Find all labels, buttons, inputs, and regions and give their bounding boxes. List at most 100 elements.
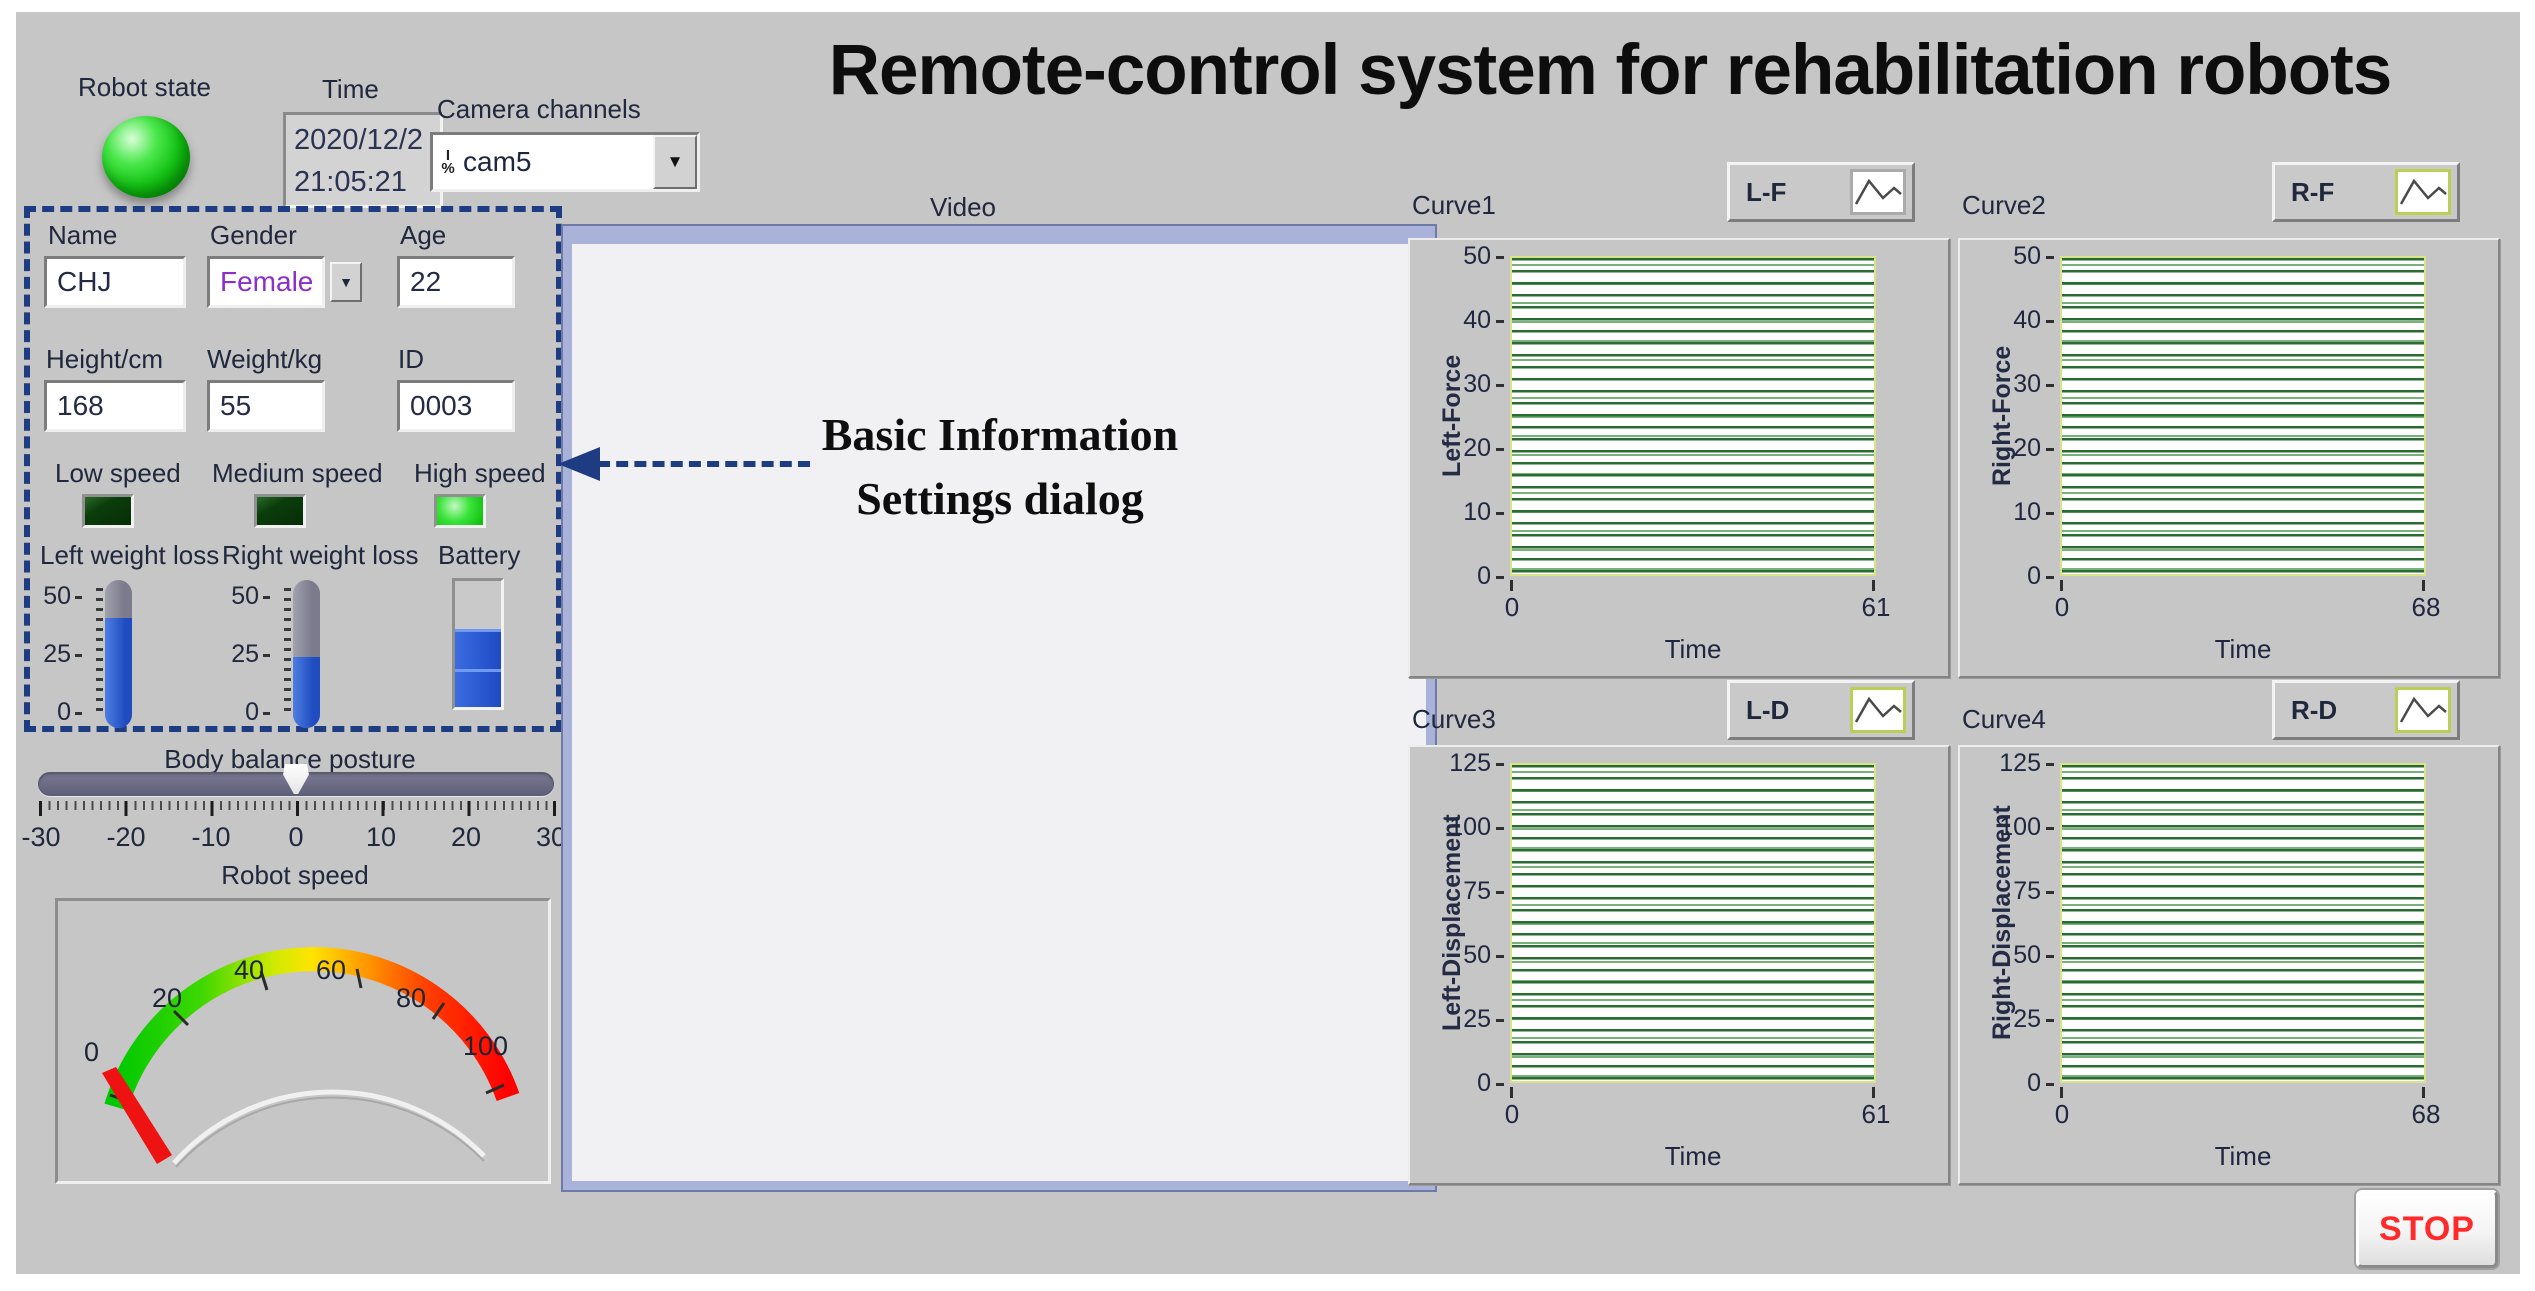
- balance-major-ticks: [39, 801, 556, 816]
- scale-minor-ticks: [96, 588, 103, 718]
- name-label: Name: [48, 220, 118, 250]
- y-tick: 25: [2013, 1006, 2054, 1032]
- left-weight-loss-label: Left weight loss: [40, 540, 220, 570]
- curve2-label: Curve2: [1962, 190, 2046, 220]
- curve3-display-button[interactable]: L-D: [1727, 680, 1915, 740]
- y-tick: 40: [2013, 307, 2054, 333]
- plot-area: [2060, 256, 2426, 576]
- plot-area: [1510, 763, 1876, 1083]
- scale-tick: 50: [218, 582, 270, 611]
- video-display: [561, 224, 1437, 1192]
- battery-label: Battery: [438, 540, 521, 570]
- scale-tick: 25: [30, 640, 82, 669]
- video-label: Video: [929, 192, 997, 222]
- x-tick: 68: [2411, 1099, 2441, 1129]
- x-tick: 61: [1861, 592, 1891, 622]
- right-weight-loss-slider[interactable]: [293, 580, 320, 728]
- y-axis-ticks: 50 40 30 20 10 0: [1960, 243, 2054, 589]
- curve4-display-button[interactable]: R-D: [2272, 680, 2460, 740]
- gauge-drawing: 0 20 40 60 80 100: [84, 947, 520, 1168]
- scale-tick: 50: [30, 582, 82, 611]
- x-axis-label: Time: [1664, 634, 1722, 664]
- y-tick: 50: [2013, 243, 2054, 269]
- y-tick: 125: [1449, 750, 1504, 776]
- y-tick: 0: [2027, 563, 2054, 589]
- plot-area: [2060, 763, 2426, 1083]
- robot-state-led-icon: [102, 116, 190, 198]
- y-tick: 75: [2013, 878, 2054, 904]
- time-display: 2020/12/2 21:05:21: [283, 112, 443, 208]
- curve1-label: Curve1: [1412, 190, 1496, 220]
- gender-field[interactable]: Female: [207, 256, 325, 308]
- waveform-icon: [1850, 687, 1906, 733]
- y-tick: 0: [2027, 1070, 2054, 1096]
- gauge-tick-label: 40: [234, 955, 264, 985]
- y-tick: 10: [2013, 499, 2054, 525]
- chevron-down-icon[interactable]: ▼: [653, 135, 697, 189]
- x-tick: 0: [1504, 1099, 1520, 1129]
- curve1-chart: Left-Force 50 40 30 20 10 0 0 61 Time: [1408, 238, 1950, 678]
- y-tick: 20: [1463, 435, 1504, 461]
- high-speed-label: High speed: [414, 458, 546, 488]
- left-weight-fill: [105, 618, 132, 728]
- y-tick: 0: [1477, 563, 1504, 589]
- right-weight-fill: [293, 656, 320, 728]
- robot-speed-gauge: 0 20 40 60 80 100: [55, 898, 551, 1184]
- height-field[interactable]: 168: [44, 380, 186, 432]
- id-field[interactable]: 0003: [397, 380, 515, 432]
- stop-button[interactable]: STOP: [2356, 1190, 2498, 1268]
- tick-label: -20: [106, 822, 146, 852]
- x-axis-label: Time: [1664, 1141, 1722, 1171]
- camera-channel-value: cam5: [463, 146, 532, 177]
- camera-channels-select[interactable]: I % cam5 ▼: [430, 132, 700, 192]
- x-tick: 0: [1504, 592, 1520, 622]
- y-tick: 100: [1999, 814, 2054, 840]
- gender-dropdown-button[interactable]: ▼: [330, 262, 362, 302]
- y-tick: 30: [2013, 371, 2054, 397]
- annotation-line2: Settings dialog: [856, 473, 1144, 524]
- gauge-tick-label: 20: [152, 983, 182, 1013]
- camera-channels-label: Camera channels: [437, 94, 641, 124]
- tick-label: -30: [21, 822, 61, 852]
- scale-tick: 0: [218, 698, 270, 727]
- battery-indicator: [452, 578, 504, 710]
- curve-button-label: R-F: [2291, 176, 2335, 207]
- left-weight-loss-slider[interactable]: [105, 580, 132, 728]
- tick-label: 10: [365, 822, 397, 852]
- age-field[interactable]: 22: [397, 256, 515, 308]
- name-field[interactable]: CHJ: [44, 256, 186, 308]
- time-clock: 21:05:21: [294, 166, 407, 198]
- curve4-label: Curve4: [1962, 704, 2046, 734]
- y-tick: 20: [2013, 435, 2054, 461]
- y-tick: 10: [1463, 499, 1504, 525]
- annotation-line1: Basic Information: [821, 409, 1179, 460]
- curve2-chart: Right-Force 50 40 30 20 10 0 0 68 Time: [1958, 238, 2500, 678]
- curve-button-label: L-D: [1746, 694, 1790, 725]
- x-tick: 0: [2054, 1099, 2070, 1129]
- weight-field[interactable]: 55: [207, 380, 325, 432]
- tick-label: 30: [535, 822, 567, 852]
- curve4-chart: Right-Displacement 125 100 75 50 25 0 0 …: [1958, 745, 2500, 1185]
- curve3-label: Curve3: [1412, 704, 1496, 734]
- curve1-display-button[interactable]: L-F: [1727, 162, 1915, 222]
- y-tick: 0: [1477, 1070, 1504, 1096]
- plot-area: [1510, 256, 1876, 576]
- gauge-label: Robot speed: [221, 860, 369, 890]
- y-tick: 25: [1463, 1006, 1504, 1032]
- time-date: 2020/12/2: [294, 124, 424, 156]
- low-speed-label: Low speed: [55, 458, 181, 488]
- speed-led: [254, 494, 306, 528]
- battery-fill: [455, 628, 501, 707]
- curve-button-label: R-D: [2291, 694, 2338, 725]
- y-tick: 125: [1999, 750, 2054, 776]
- annotation-arrow-line: [598, 461, 810, 467]
- balance-tick-labels: -30 -20 -10 0 10 20 30: [18, 822, 574, 853]
- right-weight-loss-label: Right weight loss: [222, 540, 419, 570]
- gauge-tick-label: 60: [316, 955, 346, 985]
- curve2-display-button[interactable]: R-F: [2272, 162, 2460, 222]
- x-tick: 61: [1861, 1099, 1891, 1129]
- gauge-tick-label: 100: [463, 1031, 508, 1061]
- annotation-arrow-head-icon: [558, 447, 600, 481]
- speed-led: [434, 494, 486, 528]
